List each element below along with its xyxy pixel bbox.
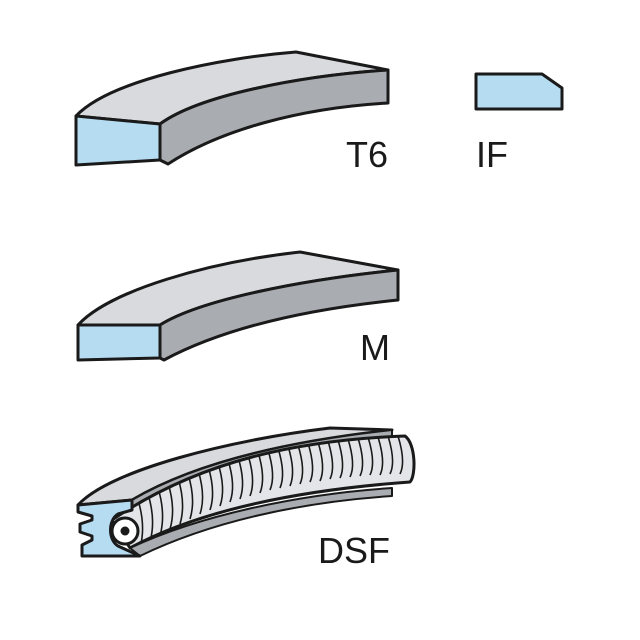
profile-if [474, 72, 564, 111]
ring-t6-label: T6 [346, 134, 389, 175]
profile-if-cross-section [474, 72, 564, 111]
ring-dsf-coil-end-dot [120, 526, 130, 536]
ring-dsf-label: DSF [318, 530, 390, 571]
ring-t6-cross-section [74, 114, 162, 167]
ring-dsf [76, 426, 416, 558]
ring-dsf-cross-section [76, 498, 142, 558]
ring-m-side-face [158, 268, 400, 362]
ring-t6 [74, 50, 390, 167]
ring-m-cross-section [76, 323, 162, 362]
ring-dsf-coil-spring-body [110, 434, 416, 550]
profile-if-label: IF [476, 134, 508, 175]
ring-dsf-bottom-rail [129, 487, 393, 557]
ring-m [76, 250, 400, 362]
ring-m-label: M [360, 327, 390, 368]
ring-t6-side-face [158, 68, 390, 166]
